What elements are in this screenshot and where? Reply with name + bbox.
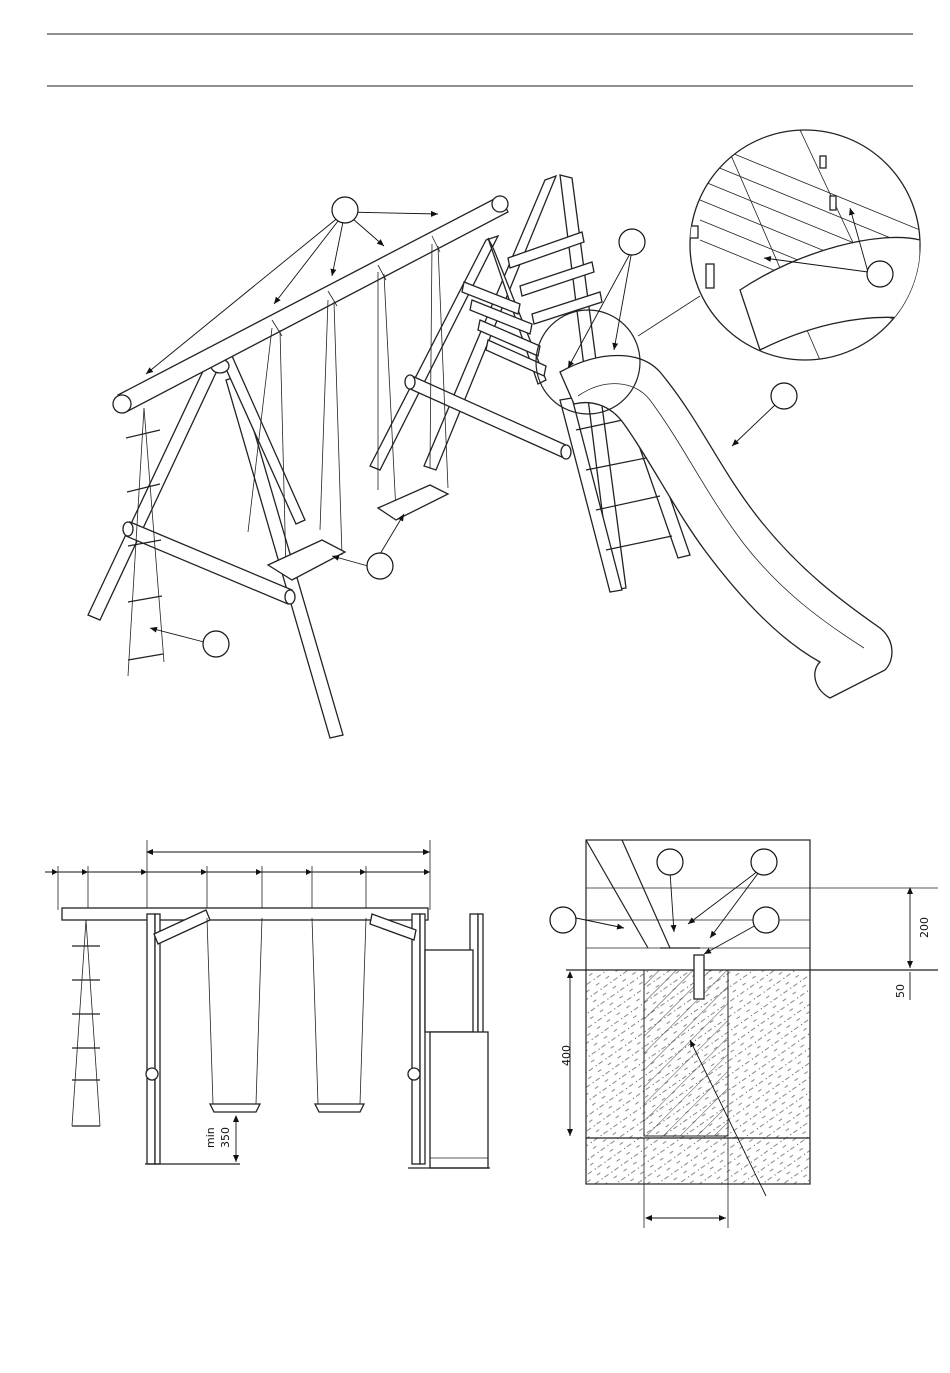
detail-magnified-view <box>690 130 920 360</box>
callout-slide <box>732 383 797 446</box>
top-beam <box>113 196 508 413</box>
callout-bracket <box>657 849 683 932</box>
front-elevation-view: min 350 <box>45 840 490 1168</box>
anchor-offset-value: 50 <box>894 984 907 998</box>
ground-anchor <box>694 955 704 999</box>
isometric-assembly-view <box>88 130 920 738</box>
callout-top-beam-fixings <box>146 197 438 374</box>
callout-swing-seats <box>332 514 404 579</box>
seat-clearance-value: 350 <box>219 1127 232 1148</box>
foundation-detail-view: 200 50 400 <box>550 840 938 1228</box>
min-label: min <box>204 1127 217 1148</box>
anchor-height-value: 200 <box>918 917 931 938</box>
concrete-depth-value: 400 <box>560 1045 573 1066</box>
